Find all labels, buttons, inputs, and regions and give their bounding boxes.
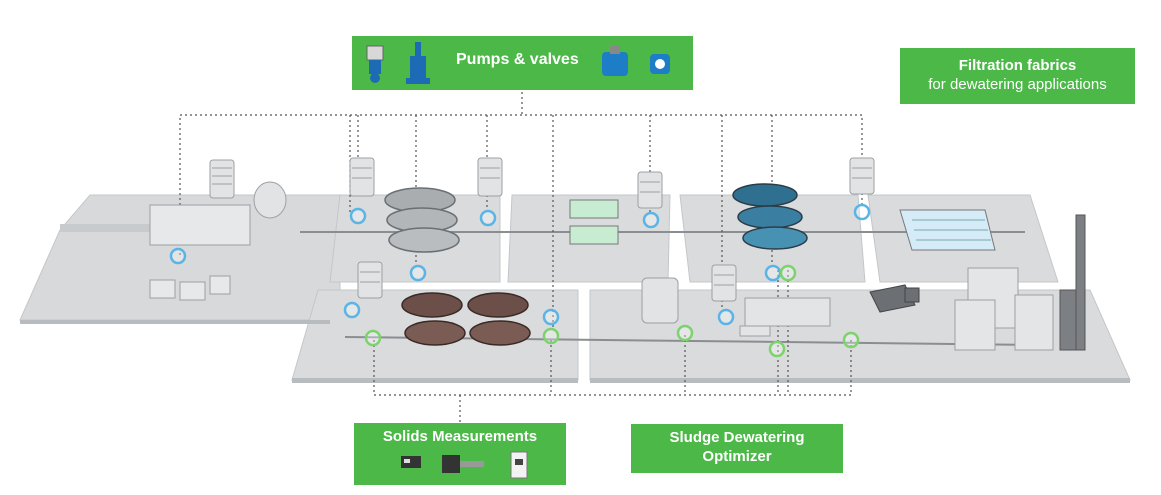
pumps-valves-label: Pumps & valves [456,51,579,68]
silo-2 [349,157,375,197]
blue-marker [542,308,560,326]
blue-marker [853,203,871,221]
pump-icon [366,45,384,83]
silo-4 [637,171,663,209]
sludge-line2: Optimizer [702,448,772,465]
truck-icon [869,284,920,313]
solids-label: Solids Measurements [382,428,538,445]
silo-7 [711,264,737,302]
blue-marker [717,308,735,326]
green-marker [842,331,860,349]
probe-icon [442,455,484,473]
blue-marker [343,301,361,319]
filtration-title: Filtration fabrics [958,57,1077,74]
blue-marker [169,247,187,265]
blue-marker [479,209,497,227]
green-marker [768,340,786,358]
silo-6 [357,261,383,299]
blue-marker [409,264,427,282]
tank-cone [641,277,679,324]
green-marker [676,324,694,342]
primary-clarifiers [384,187,460,253]
building [954,267,1054,351]
sludge-tanks [401,292,531,346]
sensor-icon [650,54,670,74]
dewatering-press [739,297,831,337]
chimney-icon [1059,214,1086,351]
pumps-valves-box[interactable]: Pumps & valves [352,36,693,90]
silo-3 [477,157,503,197]
inlet-works [149,204,251,301]
analyzer-icon [401,456,421,468]
sludge-line1: Sludge Dewatering [669,429,805,446]
blue-marker [642,211,660,229]
filtration-subtitle: for dewatering applications [928,76,1107,93]
sludge-optimizer-box[interactable]: Sludge Dewatering Optimizer [631,424,843,473]
blue-marker [764,264,782,282]
blue-marker [349,207,367,225]
filtration-basins [569,199,619,245]
silo-small [253,181,287,219]
controller-icon [510,451,528,479]
filtration-fabrics-box[interactable]: Filtration fabrics for dewatering applic… [900,48,1135,104]
secondary-clarifiers [732,183,808,250]
silo-5 [849,157,875,195]
actuator-icon [602,46,628,76]
silo-1 [209,159,235,199]
uv-basin [899,209,996,251]
valve-icon [406,42,430,84]
green-marker [779,264,797,282]
solids-measurements-box[interactable]: Solids Measurements [354,423,566,485]
green-marker [542,327,560,345]
green-markers [364,264,860,358]
green-marker [364,329,382,347]
silos [209,157,875,324]
